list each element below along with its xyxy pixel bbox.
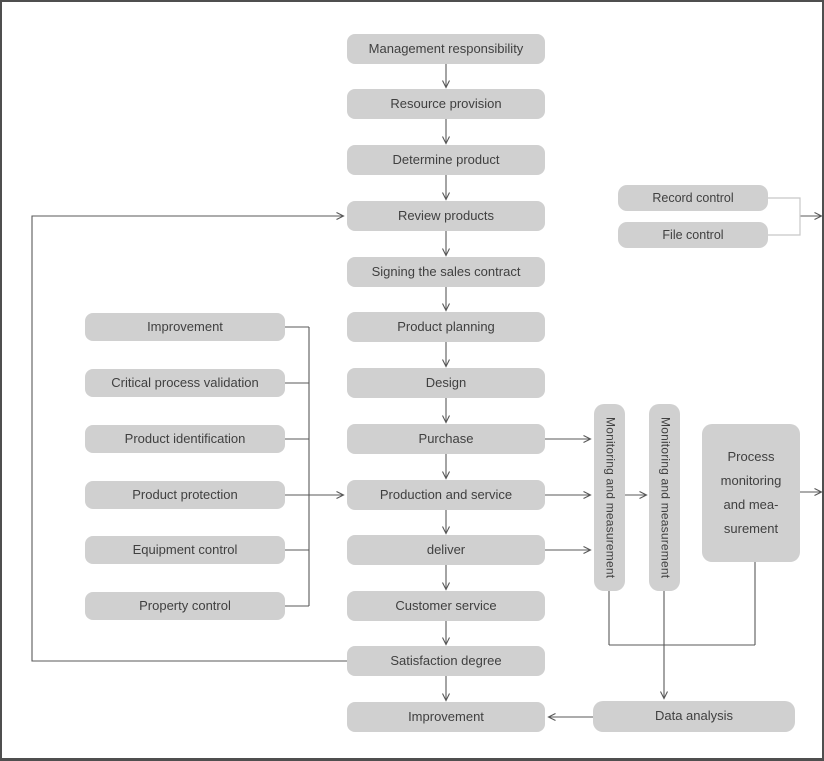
node-design: Design [347, 368, 545, 398]
node-satisfaction-degree: Satisfaction degree [347, 646, 545, 676]
node-critical-process-validation: Critical process validation [85, 369, 285, 397]
node-management-responsibility: Management responsibility [347, 34, 545, 64]
process-line-4: surement [723, 521, 779, 536]
node-customer-service: Customer service [347, 591, 545, 621]
node-product-planning: Product planning [347, 312, 545, 342]
node-improvement-left: Improvement [85, 313, 285, 341]
process-line-2: monitoring [720, 473, 782, 488]
node-determine-product: Determine product [347, 145, 545, 175]
node-signing-sales-contract: Signing the sales contract [347, 257, 545, 287]
node-deliver: deliver [347, 535, 545, 565]
node-resource-provision: Resource provision [347, 89, 545, 119]
node-record-control: Record control [618, 185, 768, 211]
node-data-analysis: Data analysis [593, 701, 795, 732]
node-improvement-final: Improvement [347, 702, 545, 732]
node-product-protection: Product protection [85, 481, 285, 509]
node-property-control: Property control [85, 592, 285, 620]
node-review-products: Review products [347, 201, 545, 231]
node-monitoring-measurement-2: Monitoring and measurement [649, 404, 680, 591]
process-line-3: and mea- [723, 497, 779, 512]
node-file-control: File control [618, 222, 768, 248]
node-process-monitoring-measurement: Process monitoring and mea- surement [702, 424, 800, 562]
process-line-1: Process [727, 449, 775, 464]
node-purchase: Purchase [347, 424, 545, 454]
node-production-and-service: Production and service [347, 480, 545, 510]
node-monitoring-measurement-1: Monitoring and measurement [594, 404, 625, 591]
node-equipment-control: Equipment control [85, 536, 285, 564]
node-product-identification: Product identification [85, 425, 285, 453]
